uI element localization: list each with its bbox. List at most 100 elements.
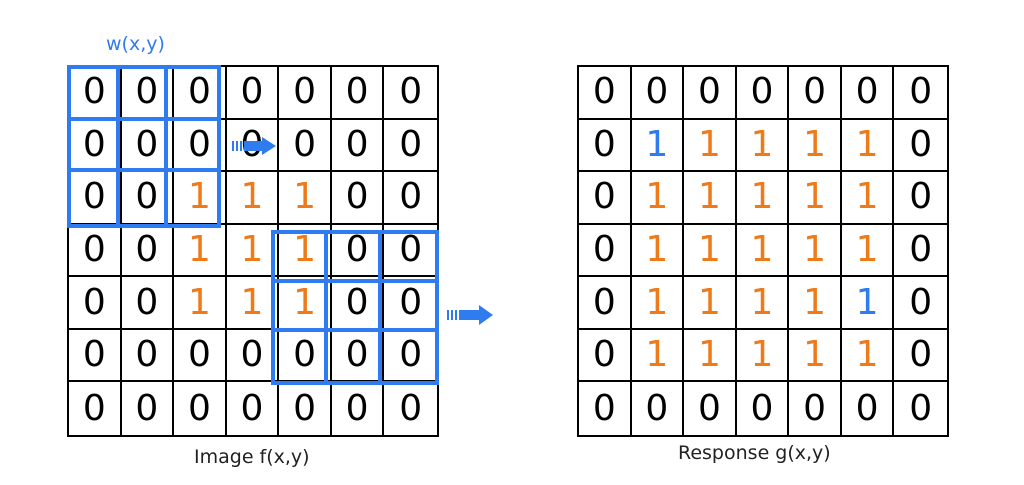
response-cell: 1 [631, 329, 685, 383]
image-cell: 0 [331, 172, 385, 225]
image-cell: 0 [226, 67, 280, 120]
image-cell: 0 [227, 382, 280, 435]
response-cell: 0 [789, 67, 842, 120]
response-cell: 0 [736, 67, 790, 120]
response-cell: 0 [579, 172, 632, 225]
response-cell: 1 [631, 119, 685, 173]
image-cell: 0 [384, 120, 437, 173]
image-cell: 0 [121, 119, 175, 173]
response-cell: 0 [579, 329, 632, 383]
response-cell: 1 [841, 224, 895, 278]
response-cell: 1 [789, 172, 842, 225]
image-cell: 0 [384, 172, 437, 225]
image-cell: 0 [331, 329, 385, 383]
image-cell: 0 [174, 67, 227, 120]
response-cell: 0 [894, 172, 947, 225]
response-cell: 0 [894, 67, 947, 120]
response-cell: 0 [894, 277, 947, 330]
response-cell: 1 [631, 277, 685, 330]
image-cell: 0 [332, 382, 385, 435]
image-grid: 0000000000000000111000011100001110000000… [67, 65, 439, 437]
response-cell: 1 [684, 224, 737, 278]
image-cell: 0 [279, 329, 332, 383]
response-cell: 1 [631, 224, 685, 278]
image-cell: 1 [279, 172, 332, 225]
response-cell: 0 [909, 387, 933, 429]
image-cell: 0 [174, 119, 227, 173]
image-cell: 0 [122, 382, 175, 435]
image-cell: 0 [69, 329, 122, 383]
response-cell: 0 [684, 67, 737, 120]
response-cell: 1 [841, 119, 895, 173]
response-cell: 1 [631, 172, 685, 225]
image-cell: 0 [279, 119, 332, 173]
response-cell: 1 [736, 224, 790, 278]
response-cell: 0 [894, 330, 947, 383]
response-cell: 0 [737, 382, 790, 435]
image-cell: 0 [331, 277, 385, 330]
image-cell: 0 [69, 67, 122, 120]
image-cell: 0 [69, 119, 122, 173]
image-cell: 0 [384, 277, 437, 330]
response-cell: 0 [579, 67, 632, 120]
image-cell: 1 [279, 277, 332, 330]
image-cell: 0 [331, 67, 385, 120]
response-cell: 0 [579, 277, 632, 330]
image-caption: Image f(x,y) [194, 446, 310, 468]
image-cell: 0 [69, 382, 122, 435]
response-cell: 1 [736, 329, 790, 383]
image-cell: 1 [174, 277, 227, 330]
image-cell: 1 [226, 172, 280, 225]
image-cell: 0 [69, 224, 122, 278]
image-cell: 0 [399, 387, 423, 429]
image-cell: 0 [226, 329, 280, 383]
image-cell: 1 [174, 172, 227, 225]
image-cell: 0 [174, 329, 227, 383]
image-cell: 0 [331, 224, 385, 278]
kernel-label: w(x,y) [106, 33, 165, 55]
response-cell: 0 [894, 120, 947, 173]
response-cell: 1 [841, 329, 895, 383]
response-cell: 1 [789, 224, 842, 278]
response-caption: Response g(x,y) [678, 442, 831, 464]
response-cell: 1 [736, 277, 790, 330]
response-cell: 1 [789, 277, 842, 330]
response-cell: 0 [841, 67, 895, 120]
response-cell: 0 [842, 382, 895, 435]
response-cell: 1 [736, 172, 790, 225]
image-cell: 1 [174, 224, 227, 278]
image-cell: 0 [121, 224, 175, 278]
image-cell: 0 [279, 382, 332, 435]
response-cell: 0 [894, 225, 947, 278]
response-cell: 1 [684, 277, 737, 330]
response-cell: 0 [684, 382, 737, 435]
image-cell: 1 [226, 277, 280, 330]
response-cell: 1 [789, 119, 842, 173]
response-cell: 1 [736, 119, 790, 173]
response-cell: 0 [579, 119, 632, 173]
image-cell: 0 [69, 277, 122, 330]
response-cell: 0 [631, 67, 685, 120]
image-cell: 0 [121, 277, 175, 330]
image-cell: 1 [226, 224, 280, 278]
response-cell: 1 [841, 172, 895, 225]
response-cell: 1 [684, 329, 737, 383]
result-arrow-icon [447, 305, 493, 325]
slide-arrow-icon [232, 137, 276, 155]
image-cell: 0 [279, 67, 332, 120]
response-cell: 1 [789, 329, 842, 383]
image-cell: 0 [121, 329, 175, 383]
image-cell: 0 [121, 172, 175, 225]
response-cell: 0 [632, 382, 685, 435]
image-cell: 0 [331, 119, 385, 173]
response-cell: 1 [841, 277, 895, 330]
response-cell: 1 [684, 172, 737, 225]
image-cell: 0 [384, 225, 437, 278]
image-cell: 0 [174, 382, 227, 435]
response-cell: 0 [579, 224, 632, 278]
image-cell: 0 [384, 330, 437, 383]
response-cell: 0 [789, 382, 842, 435]
response-cell: 1 [684, 119, 737, 173]
image-cell: 0 [384, 67, 437, 120]
